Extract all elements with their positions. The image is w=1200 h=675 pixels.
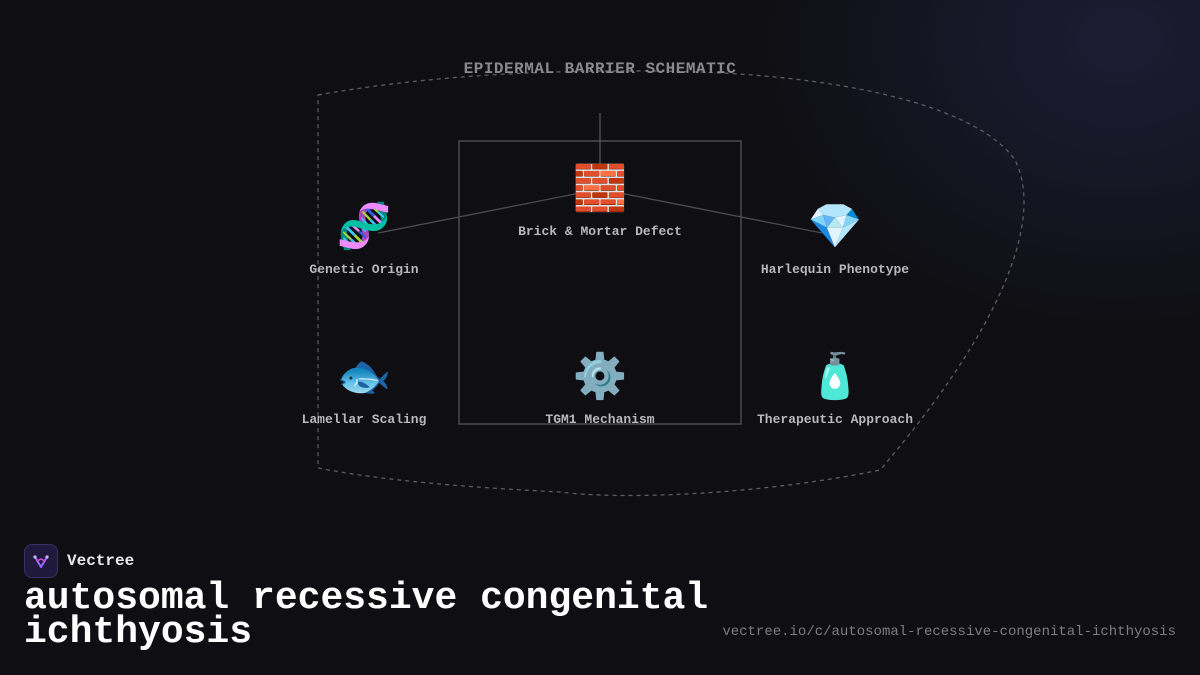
brick-wall-icon: 🧱 <box>572 167 628 217</box>
node-label: TGM1 Mechanism <box>545 412 655 427</box>
node-label: Lamellar Scaling <box>301 412 427 427</box>
diagram-title: EPIDERMAL BARRIER SCHEMATIC <box>463 60 737 78</box>
fish-icon: 🐟 <box>336 355 392 405</box>
gear-icon: ⚙️ <box>572 355 628 405</box>
brand[interactable]: Vectree <box>24 544 134 578</box>
node-tgm1-mechanism[interactable]: ⚙️ TGM1 Mechanism <box>490 354 710 427</box>
outer-boundary <box>317 70 1025 497</box>
node-therapeutic-approach[interactable]: 🧴 Therapeutic Approach <box>725 354 945 427</box>
node-label: Therapeutic Approach <box>756 412 914 427</box>
node-label: Harlequin Phenotype <box>760 262 910 277</box>
page-title: autosomal recessive congenital ichthyosi… <box>24 577 709 654</box>
node-brick-mortar-defect[interactable]: 🧱 Brick & Mortar Defect <box>490 166 710 239</box>
edge-brick-harlequin <box>614 191 823 234</box>
node-label: Genetic Origin <box>309 262 419 277</box>
node-genetic-origin[interactable]: 🧬 Genetic Origin <box>254 204 474 277</box>
node-harlequin-phenotype[interactable]: 💎 Harlequin Phenotype <box>725 204 945 277</box>
brand-name: Vectree <box>67 552 135 570</box>
lotion-bottle-icon: 🧴 <box>807 355 863 405</box>
vectree-logo-icon <box>24 544 58 578</box>
edge-brick-genetic <box>377 191 586 234</box>
node-lamellar-scaling[interactable]: 🐟 Lamellar Scaling <box>254 354 474 427</box>
node-label: Brick & Mortar Defect <box>518 224 682 239</box>
dna-icon: 🧬 <box>336 205 392 255</box>
gem-icon: 💎 <box>807 205 863 255</box>
page-url[interactable]: vectree.io/c/autosomal-recessive-congeni… <box>722 624 1176 640</box>
